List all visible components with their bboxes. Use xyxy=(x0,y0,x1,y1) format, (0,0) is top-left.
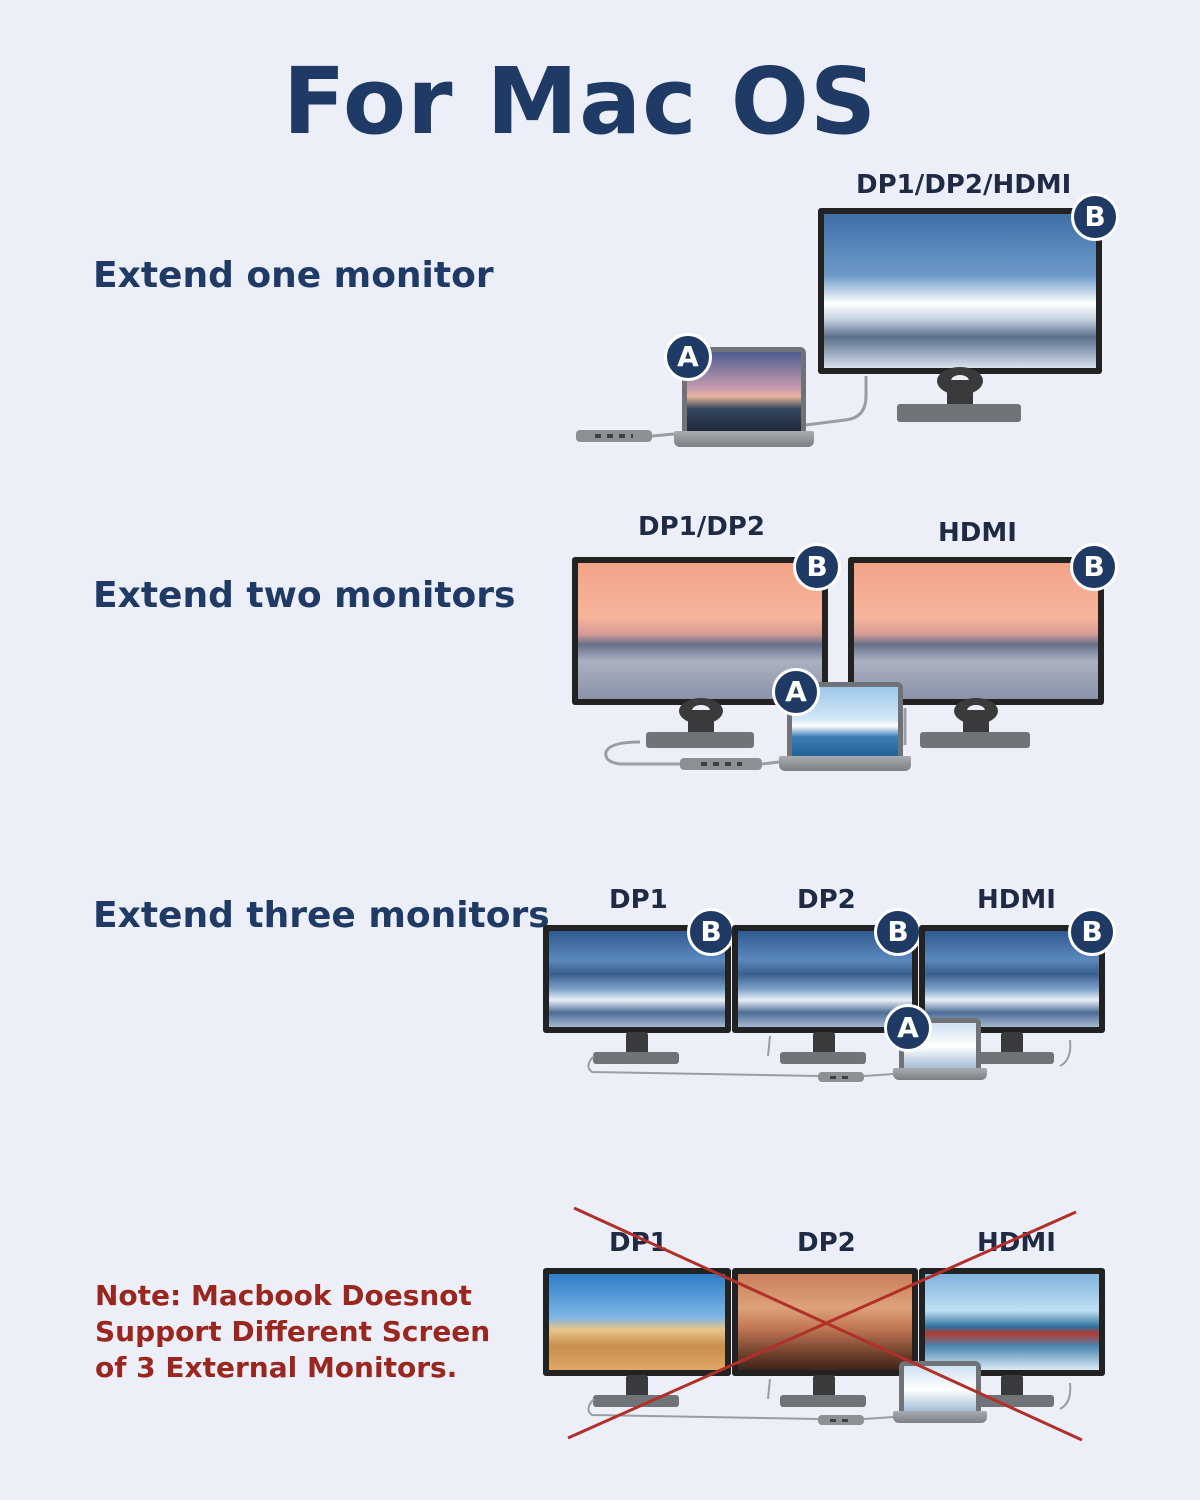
monitor xyxy=(543,1268,731,1376)
monitor-badge: B xyxy=(793,543,841,591)
monitor-stand-base xyxy=(897,404,1021,422)
monitor-stand-base xyxy=(646,732,754,748)
laptop-badge: A xyxy=(772,668,820,716)
monitor-screen xyxy=(549,1274,725,1370)
monitor-stand-neck xyxy=(626,1375,648,1401)
port-label: DP2 xyxy=(797,885,856,915)
page-title: For Mac OS xyxy=(282,48,878,155)
note-line: Support Different Screen xyxy=(95,1315,491,1348)
monitor-stand-neck xyxy=(688,710,714,736)
monitor-screen xyxy=(925,931,1099,1027)
port-label: DP1/DP2/HDMI xyxy=(856,170,1072,200)
port-label: DP1 xyxy=(609,1228,668,1258)
monitor-stand-base xyxy=(968,1052,1054,1064)
monitor-stand-neck xyxy=(813,1032,835,1058)
monitor-badge: B xyxy=(1070,543,1118,591)
usb-hub xyxy=(818,1072,864,1082)
monitor xyxy=(848,557,1104,705)
port-label: HDMI xyxy=(977,1228,1056,1258)
laptop-badge: A xyxy=(884,1004,932,1052)
monitor-stand-base xyxy=(920,732,1030,748)
laptop-base xyxy=(674,431,814,447)
note-line: Note: Macbook Doesnot xyxy=(95,1279,472,1312)
monitor-stand-base xyxy=(780,1052,866,1064)
monitor-screen xyxy=(824,214,1096,368)
monitor-badge: B xyxy=(1071,193,1119,241)
section-heading: Extend two monitors xyxy=(93,575,516,616)
laptop-badge: A xyxy=(664,333,712,381)
section-heading: Extend one monitor xyxy=(93,255,494,296)
monitor-stand-base xyxy=(780,1395,866,1407)
section-heading: Extend three monitors xyxy=(93,895,550,936)
monitor-stand-base xyxy=(593,1052,679,1064)
port-label: DP2 xyxy=(797,1228,856,1258)
port-label: HDMI xyxy=(977,885,1056,915)
monitor-stand-neck xyxy=(963,710,989,736)
laptop-base xyxy=(779,756,911,771)
monitor-badge: B xyxy=(874,908,922,956)
usb-hub xyxy=(576,430,652,442)
port-label: HDMI xyxy=(938,518,1017,548)
monitor-badge: B xyxy=(1068,908,1116,956)
monitor-screen xyxy=(925,1274,1099,1370)
note-line: of 3 External Monitors. xyxy=(95,1351,458,1384)
monitor-stand-neck xyxy=(1001,1032,1023,1058)
usb-hub xyxy=(818,1415,864,1425)
note-text: Note: Macbook Doesnot Support Different … xyxy=(95,1278,515,1386)
monitor xyxy=(818,208,1102,374)
monitor-stand-neck xyxy=(1001,1375,1023,1401)
monitor xyxy=(919,1268,1105,1376)
laptop-base xyxy=(893,1411,987,1423)
laptop-base xyxy=(893,1068,987,1080)
monitor-stand-neck xyxy=(626,1032,648,1058)
monitor xyxy=(919,925,1105,1033)
monitor-stand-neck xyxy=(813,1375,835,1401)
port-label: DP1/DP2 xyxy=(638,512,765,542)
usb-hub xyxy=(680,758,762,770)
monitor-screen xyxy=(854,563,1098,699)
port-label: DP1 xyxy=(609,885,668,915)
